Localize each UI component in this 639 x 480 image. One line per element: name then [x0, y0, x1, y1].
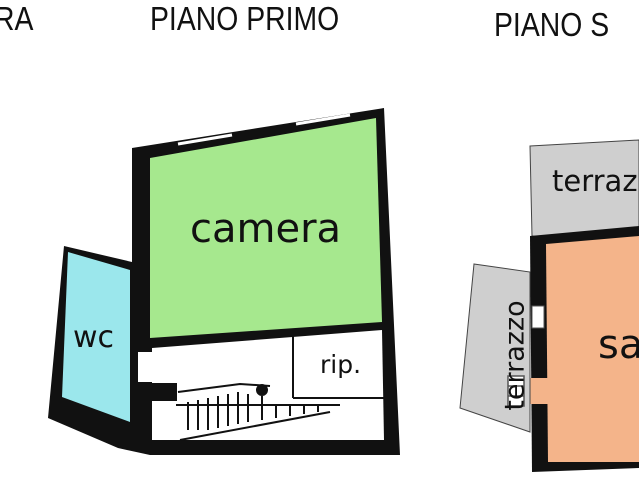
label-wc: wc	[73, 320, 115, 355]
header-piano-secondo: PIANO S	[494, 6, 610, 43]
label-terrazzo-side: terrazzo	[499, 300, 531, 411]
label-terrazzo-top: terraz	[552, 164, 638, 198]
staircase	[149, 382, 340, 441]
label-camera: camera	[190, 206, 342, 252]
room-wc	[62, 252, 130, 422]
header-left-partial: RA	[0, 0, 34, 37]
room-sa	[546, 236, 639, 462]
label-rip: rip.	[320, 350, 362, 379]
room-camera	[150, 118, 382, 338]
header-piano-primo: PIANO PRIMO	[150, 0, 340, 37]
label-sa: sa	[598, 322, 639, 368]
